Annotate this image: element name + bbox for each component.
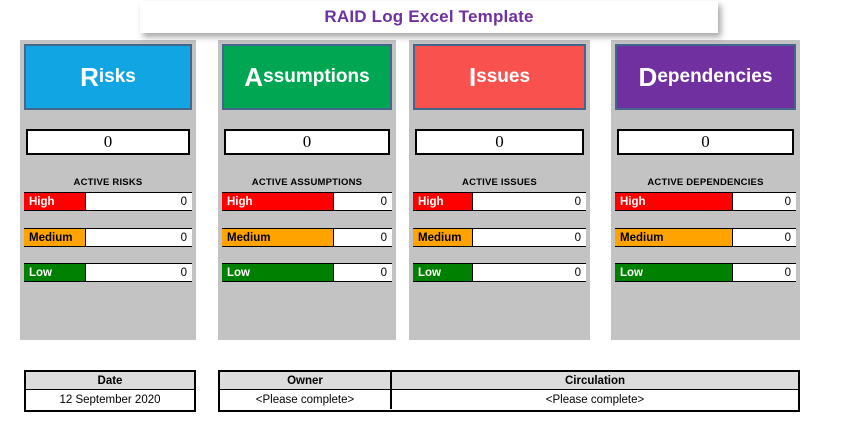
severity-label: High: [413, 193, 473, 210]
panel-heading-initial: A: [244, 62, 264, 92]
owner-header: Owner: [220, 372, 392, 389]
owner-circulation-value-row: <Please complete> <Please complete>: [220, 390, 798, 409]
severity-row-dependencies-medium: Medium 0: [615, 228, 796, 247]
severity-label: Low: [222, 264, 334, 281]
count-box-risks: 0: [26, 129, 190, 155]
severity-label: Medium: [222, 229, 334, 246]
severity-value: 0: [86, 193, 192, 210]
severity-value: 0: [733, 229, 796, 246]
count-value: 0: [103, 132, 113, 151]
panel-heading-rest: ssumptions: [263, 66, 370, 87]
severity-label: High: [615, 193, 733, 210]
count-box-dependencies: 0: [617, 129, 794, 155]
count-box-assumptions: 0: [224, 129, 390, 155]
page-title: RAID Log Excel Template: [324, 7, 534, 26]
severity-row-dependencies-low: Low 0: [615, 263, 796, 282]
severity-row-assumptions-medium: Medium 0: [222, 228, 392, 247]
severity-value: 0: [86, 229, 192, 246]
severity-row-risks-high: High 0: [24, 192, 192, 211]
active-label-risks: ACTIVE RISKS: [73, 177, 143, 188]
owner-value[interactable]: <Please complete>: [220, 390, 392, 409]
severity-label: High: [222, 193, 334, 210]
owner-circulation-table: Owner Circulation <Please complete> <Ple…: [218, 370, 800, 412]
severity-value: 0: [733, 264, 796, 281]
severity-value: 0: [473, 264, 586, 281]
severity-row-dependencies-high: High 0: [615, 192, 796, 211]
panel-heading-initial: R: [80, 62, 99, 92]
circulation-value[interactable]: <Please complete>: [392, 390, 798, 409]
severity-label: Medium: [24, 229, 86, 246]
severity-row-risks-medium: Medium 0: [24, 228, 192, 247]
panel-heading-initial: D: [638, 62, 658, 92]
severity-value: 0: [334, 229, 392, 246]
severity-value: 0: [473, 193, 586, 210]
severity-value: 0: [86, 264, 192, 281]
title-bar: RAID Log Excel Template: [140, 1, 718, 33]
severity-row-issues-low: Low 0: [413, 263, 586, 282]
count-value: 0: [495, 132, 504, 151]
date-table: Date 12 September 2020: [24, 370, 196, 412]
panel-heading-initial: I: [468, 62, 477, 92]
active-label-dependencies: ACTIVE DEPENDENCIES: [647, 177, 764, 188]
date-value-row: 12 September 2020: [26, 390, 194, 409]
severity-row-issues-medium: Medium 0: [413, 228, 586, 247]
panel-heading-rest: ependencies: [657, 66, 773, 87]
severity-label: Low: [615, 264, 733, 281]
severity-row-risks-low: Low 0: [24, 263, 192, 282]
severity-row-assumptions-low: Low 0: [222, 263, 392, 282]
date-value[interactable]: 12 September 2020: [26, 390, 194, 409]
active-label-issues: ACTIVE ISSUES: [462, 177, 537, 188]
date-header: Date: [26, 372, 194, 389]
severity-value: 0: [473, 229, 586, 246]
severity-row-assumptions-high: High 0: [222, 192, 392, 211]
panel-heading-rest: isks: [98, 66, 136, 87]
severity-label: Low: [24, 264, 86, 281]
circulation-header: Circulation: [392, 372, 798, 389]
severity-row-issues-high: High 0: [413, 192, 586, 211]
active-label-assumptions: ACTIVE ASSUMPTIONS: [251, 177, 363, 188]
count-box-issues: 0: [415, 129, 584, 155]
owner-circulation-header-row: Owner Circulation: [220, 372, 798, 390]
severity-label: Medium: [413, 229, 473, 246]
severity-value: 0: [733, 193, 796, 210]
count-value: 0: [701, 132, 710, 151]
count-value: 0: [302, 132, 312, 151]
date-header-row: Date: [26, 372, 194, 390]
severity-value: 0: [334, 264, 392, 281]
severity-label: Medium: [615, 229, 733, 246]
severity-value: 0: [334, 193, 392, 210]
panel-heading-rest: ssues: [476, 66, 531, 87]
severity-label: Low: [413, 264, 473, 281]
severity-label: High: [24, 193, 86, 210]
